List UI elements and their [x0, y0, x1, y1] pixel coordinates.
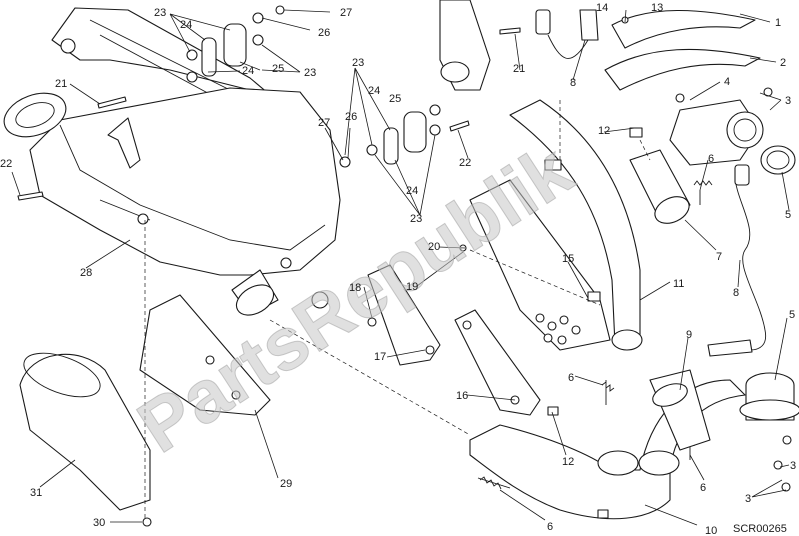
callout-31: 31: [30, 487, 42, 499]
callout-25: 25: [272, 63, 284, 75]
silencer-bracket: [107, 117, 141, 169]
callout-12b: 12: [562, 456, 574, 468]
lambda-sensor-right: [707, 164, 767, 357]
small-hardware: [142, 16, 643, 527]
heat-shield-upper: [604, 9, 761, 91]
callout-8b: 8: [733, 287, 739, 299]
mount-hardware-top: [186, 5, 285, 83]
callout-10: 10: [705, 525, 717, 536]
callout-30: 30: [93, 517, 105, 529]
callout-7: 7: [716, 251, 722, 263]
callout-18: 18: [349, 282, 361, 294]
callout-6c: 6: [700, 482, 706, 494]
callout-23b: 23: [304, 67, 316, 79]
lower-header-pipes: [469, 369, 746, 520]
heat-shield-16: [454, 309, 541, 416]
callout-19: 19: [406, 281, 418, 293]
callout-24: 24: [180, 19, 192, 31]
callout-2: 2: [780, 57, 786, 69]
end-cap: [3, 92, 67, 138]
callout-23: 23: [154, 7, 166, 19]
callout-26b: 26: [345, 111, 357, 123]
mount-hardware-middle: [339, 104, 441, 168]
callout-3b: 3: [745, 493, 751, 505]
callout-9: 9: [686, 329, 692, 341]
shock-mount: [439, 0, 491, 91]
callout-8: 8: [570, 77, 576, 89]
callout-23c: 23: [352, 57, 364, 69]
center-pipe: [509, 99, 643, 351]
heat-shield-15: [469, 179, 611, 351]
callout-26: 26: [318, 27, 330, 39]
callout-24b: 24: [242, 65, 254, 77]
callout-3c: 3: [790, 460, 796, 472]
lower-flange: [739, 372, 799, 492]
callout-6d: 6: [547, 521, 553, 533]
callout-16: 16: [456, 390, 468, 402]
diagram-code: SCR00265: [733, 523, 787, 535]
callout-25b: 25: [389, 93, 401, 105]
assembly-lines: [144, 100, 651, 520]
silencer-outer-cover: [19, 352, 151, 511]
callout-17: 17: [374, 351, 386, 363]
callout-22: 22: [0, 158, 12, 170]
bolts: [17, 27, 521, 201]
callout-21b: 21: [513, 63, 525, 75]
callout-22b: 22: [459, 157, 471, 169]
callout-24c: 24: [368, 85, 380, 97]
callout-21: 21: [55, 78, 67, 90]
callout-29: 29: [280, 478, 292, 490]
callout-6b: 6: [568, 372, 574, 384]
silencer-guard: [139, 294, 271, 416]
callout-5: 5: [785, 209, 791, 221]
silencer-outlet: [231, 269, 279, 316]
callout-23d: 23: [410, 213, 422, 225]
callout-28: 28: [80, 267, 92, 279]
callout-27b: 27: [318, 117, 330, 129]
callout-4: 4: [724, 76, 730, 88]
callout-12: 12: [598, 125, 610, 137]
oxygen-sensor-top: [535, 9, 599, 59]
callout-24d: 24: [406, 185, 418, 197]
callout-27: 27: [340, 7, 352, 19]
callout-5b: 5: [789, 309, 795, 321]
callout-1: 1: [775, 17, 781, 29]
callout-13: 13: [651, 2, 663, 14]
callout-15: 15: [562, 253, 574, 265]
callout-6: 6: [708, 153, 714, 165]
callout-20: 20: [428, 241, 440, 253]
heat-shield-17: [367, 264, 441, 366]
callout-3: 3: [785, 95, 791, 107]
leader-lines: [11, 9, 790, 526]
silencer-body: [29, 87, 341, 276]
exhaust-valve-assembly: [669, 87, 796, 175]
connector-pipe: [629, 149, 691, 224]
callout-14: 14: [596, 2, 608, 14]
callout-11: 11: [673, 278, 684, 290]
